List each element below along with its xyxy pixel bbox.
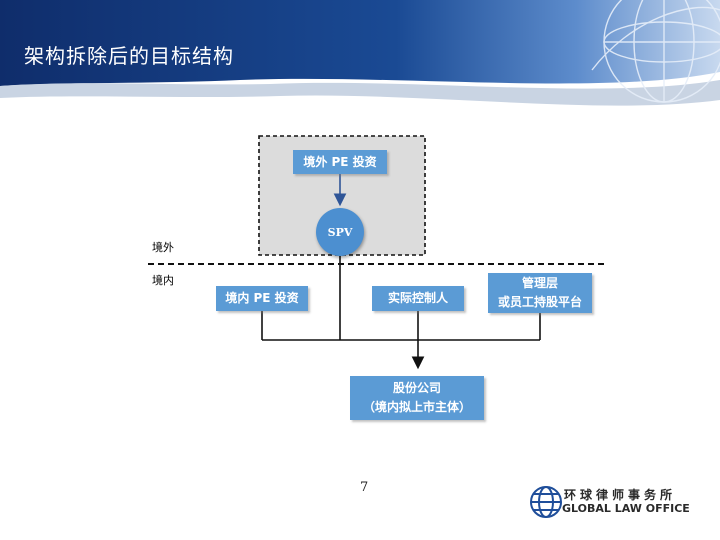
firm-name-english: GLOBAL LAW OFFICE: [562, 502, 690, 515]
company-line-2: （境内拟上市主体）: [362, 400, 471, 414]
onshore-pe-box: 境内 PE 投资: [216, 286, 308, 311]
management-box: 管理层 或员工持股平台: [488, 273, 592, 313]
spv-node: SPV: [316, 208, 364, 256]
management-line-2: 或员工持股平台: [497, 295, 582, 309]
offshore-pe-box: 境外 PE 投资: [293, 150, 387, 174]
globe-icon: [591, 0, 720, 103]
management-line-1: 管理层: [521, 276, 558, 290]
header-banner: [0, 0, 720, 106]
globe-logo-icon: [530, 486, 562, 518]
onshore-label: 境内: [152, 274, 174, 287]
page-title: 架构拆除后的目标结构: [24, 44, 234, 68]
company-box: 股份公司 （境内拟上市主体）: [350, 376, 484, 420]
controller-box: 实际控制人: [372, 286, 464, 311]
firm-name-chinese: 环球律师事务所: [564, 488, 677, 502]
page-number: 7: [360, 480, 369, 495]
company-line-1: 股份公司: [392, 381, 441, 395]
offshore-label: 境外: [152, 241, 174, 254]
firm-logo: [530, 486, 562, 518]
